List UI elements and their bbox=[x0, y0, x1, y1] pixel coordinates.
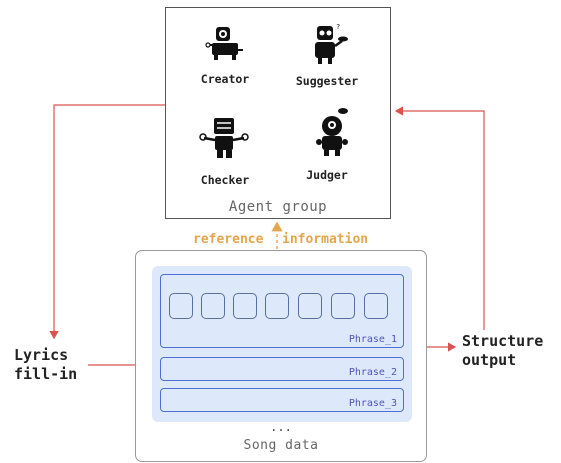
lyrics-line-1: Lyrics bbox=[14, 346, 69, 364]
lyrics-line-2: fill-in bbox=[14, 365, 78, 383]
slot-box bbox=[201, 293, 225, 319]
agent-suggester-label: Suggester bbox=[295, 74, 359, 88]
arrow-structure-to-agent bbox=[394, 106, 485, 330]
agent-group-box: Creator ? Suggester Checker Ju bbox=[165, 7, 391, 219]
slot-box bbox=[331, 293, 355, 319]
svg-text:?: ? bbox=[336, 23, 340, 31]
phrase-1-box: Phrase_1 bbox=[160, 274, 404, 348]
checker-robot-icon bbox=[199, 118, 249, 158]
agent-group-title: Agent group bbox=[228, 199, 328, 215]
slot-box bbox=[364, 293, 388, 319]
reference-label-right: information bbox=[282, 232, 369, 247]
slot-box bbox=[265, 293, 289, 319]
song-data-ellipsis: ... bbox=[270, 420, 292, 434]
phrase-3-box: Phrase_3 bbox=[160, 388, 404, 412]
arrow-agent-to-lyrics bbox=[49, 104, 165, 340]
slot-box bbox=[169, 293, 193, 319]
slot-box bbox=[233, 293, 257, 319]
reference-label-left: reference bbox=[193, 232, 264, 247]
agent-judger-label: Judger bbox=[306, 168, 348, 182]
phrase-panel: Phrase_1 Phrase_2 Phrase_3 bbox=[152, 266, 412, 422]
structure-line-1: Structure bbox=[462, 332, 544, 350]
lyrics-fill-in-label: Lyrics fill-in bbox=[14, 346, 77, 384]
judger-robot-icon bbox=[316, 108, 348, 156]
creator-robot-icon bbox=[205, 27, 243, 60]
phrase-1-label: Phrase_1 bbox=[348, 334, 397, 345]
slot-box bbox=[298, 293, 322, 319]
suggester-robot-icon: ? bbox=[315, 23, 348, 64]
phrase-2-box: Phrase_2 bbox=[160, 357, 404, 381]
agent-checker-label: Checker bbox=[200, 173, 250, 187]
agent-creator-label: Creator bbox=[200, 72, 250, 86]
phrase-2-label: Phrase_2 bbox=[348, 367, 397, 378]
song-data-title: Song data bbox=[243, 438, 319, 453]
structure-output-label: Structure output bbox=[462, 332, 543, 370]
phrase-3-label: Phrase_3 bbox=[348, 398, 397, 409]
structure-line-2: output bbox=[462, 351, 517, 369]
